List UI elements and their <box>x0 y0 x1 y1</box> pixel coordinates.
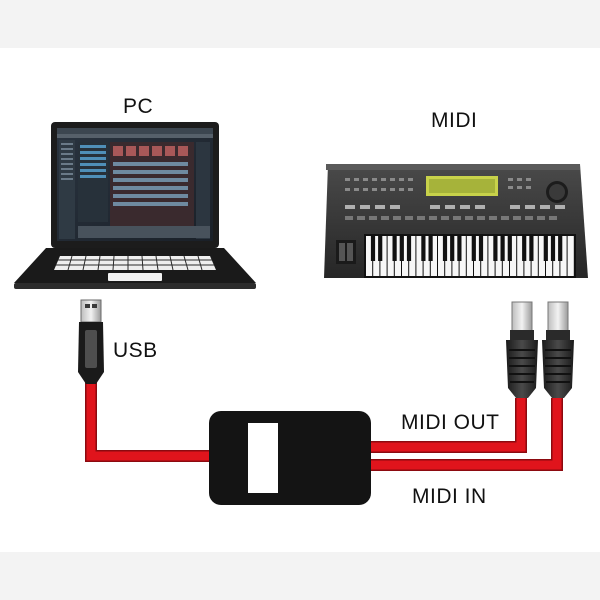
black-key <box>392 236 397 261</box>
white-key <box>524 236 531 276</box>
white-key <box>416 236 423 276</box>
white-key <box>466 236 473 276</box>
laptop-illustration <box>14 122 256 289</box>
black-key <box>478 236 484 261</box>
white-key <box>538 236 545 276</box>
white-key <box>373 236 380 276</box>
black-key <box>507 236 512 261</box>
black-key <box>378 236 383 261</box>
white-key <box>517 236 524 276</box>
white-key <box>510 236 517 276</box>
midi-in-plug <box>542 301 574 398</box>
white-key <box>560 236 567 276</box>
black-key <box>500 236 505 261</box>
black-key <box>493 236 498 261</box>
white-key <box>452 236 459 276</box>
midi-in-cable <box>370 398 563 471</box>
white-key <box>394 236 401 276</box>
white-key <box>567 236 574 276</box>
white-key <box>546 236 553 276</box>
black-key <box>471 236 476 261</box>
white-key <box>474 236 481 276</box>
black-key <box>543 236 548 261</box>
white-key <box>531 236 538 276</box>
interface-label-panel <box>248 423 278 493</box>
black-key <box>399 236 404 261</box>
white-key <box>459 236 466 276</box>
black-key <box>442 236 448 261</box>
white-key <box>553 236 560 276</box>
white-key <box>380 236 387 276</box>
white-key <box>409 236 416 276</box>
white-key <box>387 236 394 276</box>
white-key <box>423 236 430 276</box>
midi-in-label: MIDI IN <box>412 485 487 508</box>
black-key <box>421 236 426 261</box>
usb-plug <box>78 299 104 384</box>
black-key <box>457 236 462 261</box>
black-key <box>370 236 376 261</box>
midi-interface-box <box>209 411 371 505</box>
midi-out-cable <box>370 398 527 453</box>
white-key <box>495 236 502 276</box>
black-key <box>428 236 433 261</box>
white-key <box>481 236 488 276</box>
piano-keys <box>366 236 574 276</box>
white-key <box>488 236 495 276</box>
pc-label: PC <box>123 95 154 118</box>
midi-out-label: MIDI OUT <box>401 411 500 434</box>
white-key <box>402 236 409 276</box>
black-key <box>558 236 563 261</box>
white-key <box>366 236 373 276</box>
black-key <box>522 236 527 261</box>
white-key <box>438 236 445 276</box>
black-key <box>450 236 455 261</box>
black-key <box>529 236 534 261</box>
black-key <box>406 236 412 261</box>
midi-label: MIDI <box>431 109 478 132</box>
midi-keyboard-illustration <box>324 164 588 278</box>
white-key <box>445 236 452 276</box>
usb-label: USB <box>113 339 158 362</box>
black-key <box>550 236 556 261</box>
usb-cable <box>85 380 212 462</box>
midi-out-plug <box>506 301 538 398</box>
white-key <box>502 236 509 276</box>
white-key <box>430 236 437 276</box>
